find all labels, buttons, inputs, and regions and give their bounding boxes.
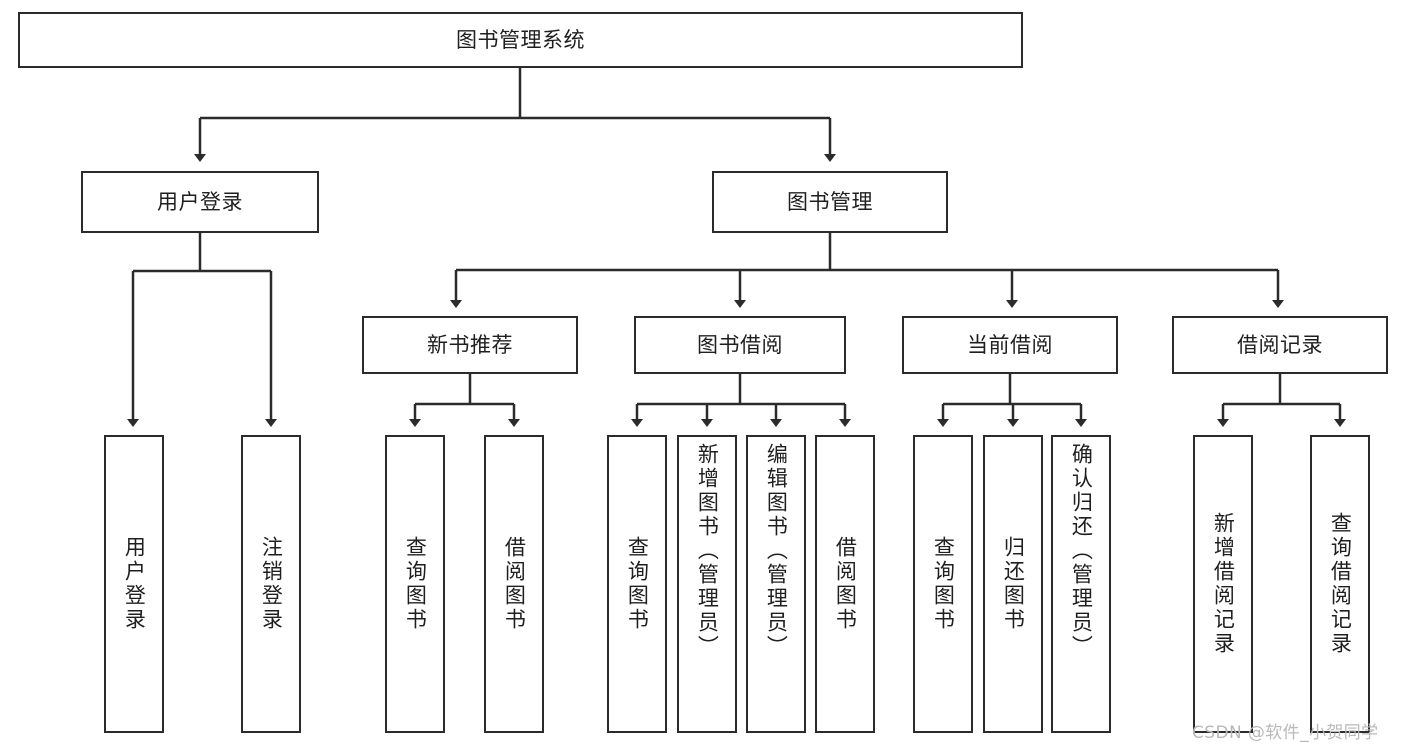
leaf-borrow-book-recommend[interactable]: 借阅图书 xyxy=(484,435,544,733)
leaf-add-book-admin[interactable]: 新增图书（管理员） xyxy=(677,435,737,733)
node-borrow-record-label: 借阅记录 xyxy=(1237,332,1323,357)
leaf-confirm-return-admin[interactable]: 确认归还（管理员） xyxy=(1051,435,1111,733)
leaf-borrow-book-recommend-label: 借阅图书 xyxy=(502,536,527,632)
leaf-query-book-current-label: 查询图书 xyxy=(931,536,956,632)
node-user-login[interactable]: 用户登录 xyxy=(81,171,319,233)
node-book-management-label: 图书管理 xyxy=(787,189,873,214)
leaf-return-book-label: 归还图书 xyxy=(1001,536,1026,632)
leaf-logout-label: 注销登录 xyxy=(259,536,284,632)
leaf-query-book-current[interactable]: 查询图书 xyxy=(913,435,973,733)
node-root-label: 图书管理系统 xyxy=(456,27,585,52)
leaf-query-book-recommend[interactable]: 查询图书 xyxy=(385,435,445,733)
leaf-query-book-borrow-label: 查询图书 xyxy=(625,536,650,632)
leaf-edit-book-admin[interactable]: 编辑图书（管理员） xyxy=(746,435,806,733)
leaf-add-book-admin-label: 新增图书（管理员） xyxy=(695,443,720,659)
leaf-return-book[interactable]: 归还图书 xyxy=(983,435,1043,733)
leaf-add-borrow-record-label: 新增借阅记录 xyxy=(1211,512,1236,656)
leaf-user-login-label: 用户登录 xyxy=(122,536,147,632)
node-borrow-record[interactable]: 借阅记录 xyxy=(1172,316,1388,374)
node-book-borrow[interactable]: 图书借阅 xyxy=(634,316,846,374)
node-root[interactable]: 图书管理系统 xyxy=(18,12,1023,68)
leaf-add-borrow-record[interactable]: 新增借阅记录 xyxy=(1193,435,1253,733)
node-new-book-recommend[interactable]: 新书推荐 xyxy=(362,316,578,374)
leaf-query-book-recommend-label: 查询图书 xyxy=(403,536,428,632)
node-current-borrow[interactable]: 当前借阅 xyxy=(902,316,1118,374)
node-current-borrow-label: 当前借阅 xyxy=(967,332,1053,357)
leaf-query-borrow-record[interactable]: 查询借阅记录 xyxy=(1310,435,1370,733)
leaf-query-borrow-record-label: 查询借阅记录 xyxy=(1328,512,1353,656)
node-new-book-recommend-label: 新书推荐 xyxy=(427,332,513,357)
node-user-login-label: 用户登录 xyxy=(157,189,243,214)
leaf-logout[interactable]: 注销登录 xyxy=(241,435,301,733)
node-book-borrow-label: 图书借阅 xyxy=(697,332,783,357)
node-book-management[interactable]: 图书管理 xyxy=(712,171,948,233)
leaf-borrow-book-label: 借阅图书 xyxy=(833,536,858,632)
leaf-edit-book-admin-label: 编辑图书（管理员） xyxy=(764,443,789,659)
leaf-confirm-return-admin-label: 确认归还（管理员） xyxy=(1069,443,1094,659)
leaf-borrow-book[interactable]: 借阅图书 xyxy=(815,435,875,733)
leaf-query-book-borrow[interactable]: 查询图书 xyxy=(607,435,667,733)
leaf-user-login[interactable]: 用户登录 xyxy=(104,435,164,733)
